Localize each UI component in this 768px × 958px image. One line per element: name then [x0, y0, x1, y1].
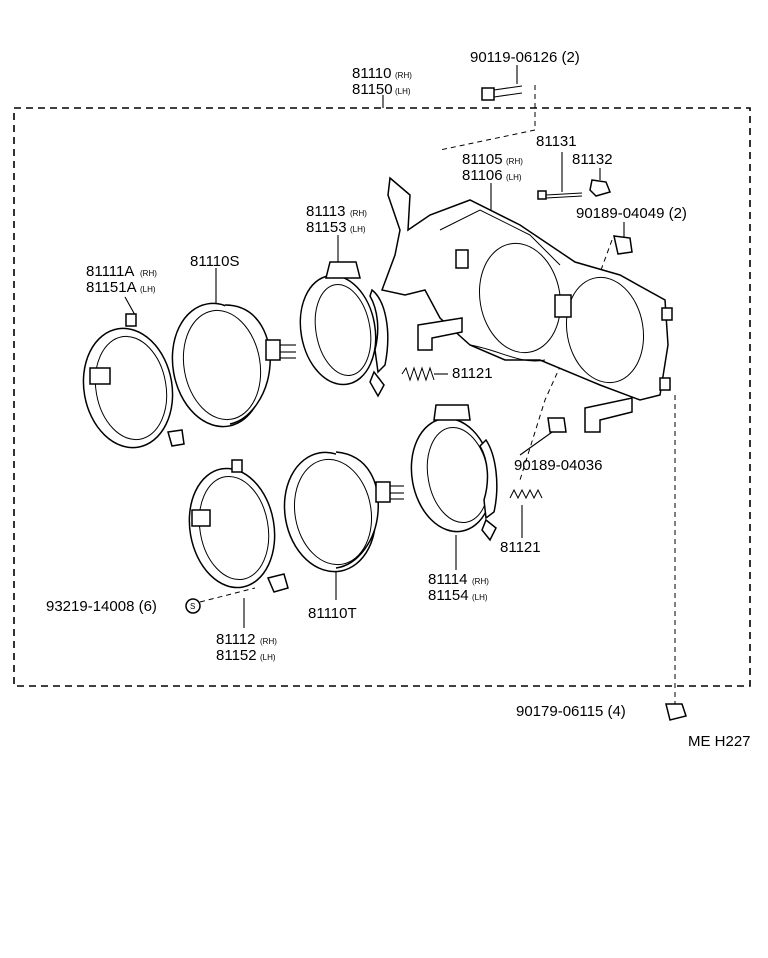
- label-nut-04049: 90189-04049 (2): [576, 205, 687, 222]
- svg-text:(LH): (LH): [140, 285, 156, 294]
- label-nut-90179: 90179-06115 (4): [516, 703, 626, 720]
- label-ring-81154: 81154: [428, 587, 469, 604]
- svg-text:(RH): (RH): [395, 71, 412, 80]
- assembly-boundary: [13, 107, 751, 687]
- label-adj-nut: 81132: [572, 151, 613, 168]
- label-unit-81110s: 81110S: [190, 253, 240, 270]
- label-assy-rh: 81110: [352, 65, 392, 82]
- label-spring-upper: 81121: [452, 365, 493, 382]
- leader-lines: [124, 65, 676, 705]
- headlamp-housing-81105: [380, 176, 673, 433]
- svg-text:(LH): (LH): [260, 653, 276, 662]
- adjusting-screw-81131: [537, 190, 583, 200]
- label-adj-screw: 81131: [536, 133, 577, 150]
- label-ring-81114: 81114: [428, 571, 468, 588]
- label-ring-81113: 81113: [306, 203, 346, 220]
- diagram-code: ME H227: [688, 733, 751, 750]
- nut-90189-04036: [547, 417, 567, 433]
- headlamp-rim-81111a: [82, 313, 185, 449]
- label-rim-81151a: 81151A: [86, 279, 137, 296]
- label-assy-lh: 81150: [352, 81, 393, 98]
- svg-text:(RH): (RH): [472, 577, 489, 586]
- svg-text:(RH): (RH): [506, 157, 523, 166]
- svg-text:S: S: [190, 602, 195, 611]
- part-labels: 81110 (RH) 81150 (LH) 90119-06126 (2) 81…: [46, 49, 751, 750]
- svg-text:(RH): (RH): [260, 637, 277, 646]
- sealed-beam-81110s: [171, 302, 296, 428]
- nut-90179-06115: [665, 703, 687, 721]
- label-housing-lh: 81106: [462, 167, 503, 184]
- svg-text:(LH): (LH): [350, 225, 366, 234]
- label-rim-81152: 81152: [216, 647, 257, 664]
- label-nut-04036: 90189-04036: [514, 457, 602, 474]
- svg-text:(LH): (LH): [472, 593, 488, 602]
- svg-text:(LH): (LH): [395, 87, 411, 96]
- headlamp-rim-81112: [188, 459, 289, 593]
- label-housing-rh: 81105: [462, 151, 503, 168]
- label-screw-top: 90119-06126 (2): [470, 49, 580, 66]
- label-screw-93219: 93219-14008 (6): [46, 598, 157, 615]
- svg-text:(LH): (LH): [506, 173, 522, 182]
- svg-text:(RH): (RH): [140, 269, 157, 278]
- retaining-ring-81114: [410, 404, 498, 542]
- screw-symbol: S: [185, 598, 201, 614]
- screw-90119-06126: [481, 85, 523, 101]
- spring-81121-lower: [509, 488, 543, 500]
- label-rim-81112: 81112: [216, 631, 256, 648]
- retaining-ring-81113: [299, 261, 389, 398]
- svg-text:(RH): (RH): [350, 209, 367, 218]
- label-rim-81111a: 81111A: [86, 263, 134, 280]
- sealed-beam-81110t: [283, 451, 404, 573]
- spring-81121-upper: [401, 366, 435, 382]
- label-unit-81110t: 81110T: [308, 605, 357, 622]
- label-ring-81153: 81153: [306, 219, 347, 236]
- label-spring-lower: 81121: [500, 539, 541, 556]
- adjusting-nut-81132: [589, 179, 612, 197]
- nut-90189-04049: [613, 235, 633, 255]
